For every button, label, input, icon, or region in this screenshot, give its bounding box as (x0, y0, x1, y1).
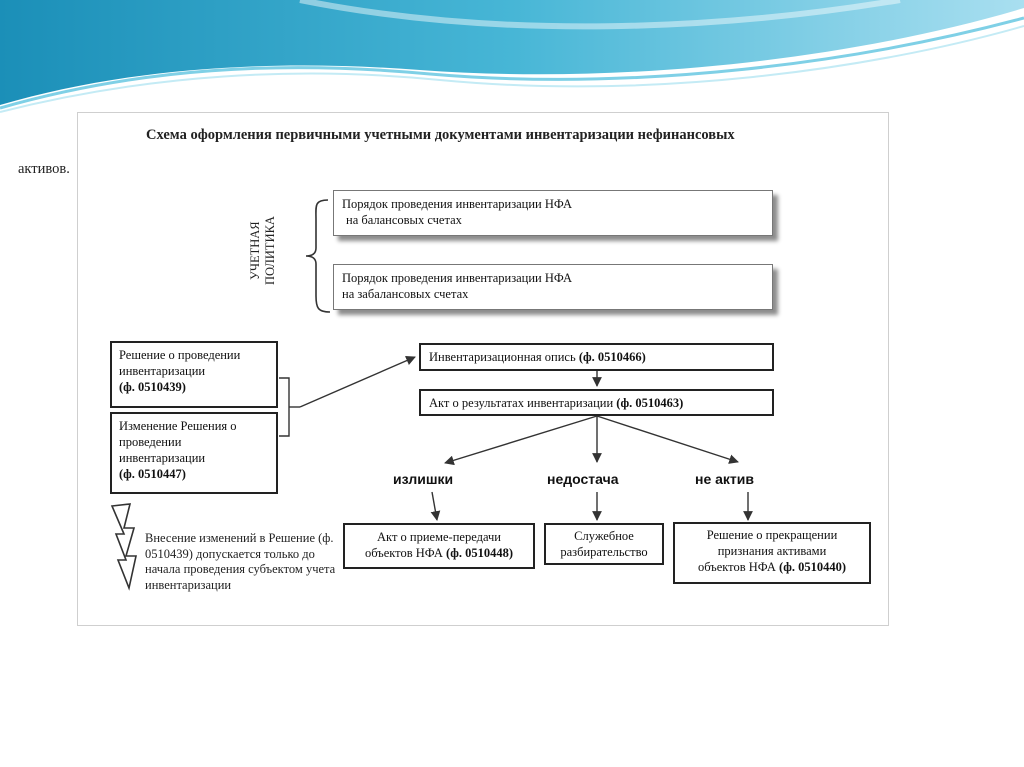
title-line-2: активов. (18, 161, 70, 177)
decision-box: Решение о проведении инвентаризации (ф. … (110, 341, 278, 408)
decision-change-box: Изменение Решения о проведении инвентари… (110, 412, 278, 494)
change-note: Внесение изменений в Решение (ф. 0510439… (145, 531, 336, 592)
inventory-list-box: Инвентаризационная опись (ф. 0510466) (419, 343, 774, 371)
termination-decision-box: Решение о прекращении признания активами… (673, 522, 871, 584)
policy-box-balance: Порядок проведения инвентаризации НФА на… (333, 190, 773, 236)
transfer-act-box: Акт о приеме-передачи объектов НФА (ф. 0… (343, 523, 535, 569)
lightning-icon (110, 503, 137, 591)
header-wave (0, 0, 1024, 113)
diagram-title: Схема оформления первичными учетными док… (18, 118, 887, 186)
branch-shortage: недостача (547, 471, 619, 487)
title-line-1: Схема оформления первичными учетными док… (146, 127, 735, 143)
branch-not-asset: не актив (695, 471, 754, 487)
investigation-box: Служебное разбирательство (544, 523, 664, 565)
accounting-policy-label: УЧЕТНАЯ ПОЛИТИКА (248, 216, 277, 286)
branch-surplus: излишки (393, 471, 454, 487)
results-act-box: Акт о результатах инвентаризации (ф. 051… (419, 389, 774, 416)
policy-box-offbalance: Порядок проведения инвентаризации НФА на… (333, 264, 773, 310)
